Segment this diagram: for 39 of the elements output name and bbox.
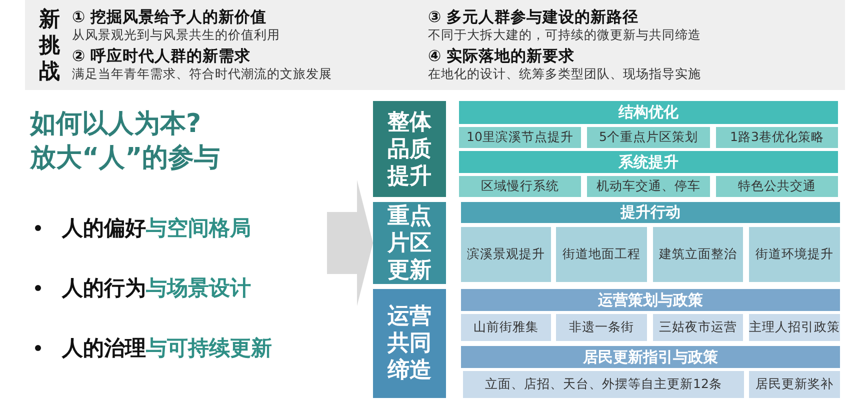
- block-arrow: [327, 180, 373, 306]
- band-heading: 新挑战: [39, 6, 61, 84]
- category-label: 整体品质提升: [373, 101, 446, 197]
- question-heading: 如何以人为本?: [30, 108, 202, 140]
- item-cell: 机动车交通、停车: [587, 176, 710, 197]
- item-cell: 5个重点片区策划: [587, 127, 710, 148]
- section-header-bar: 系统提升: [459, 151, 838, 173]
- item-heading: ② 呼应时代人群的新需求: [72, 47, 252, 66]
- category-label: 重点片区更新: [373, 202, 446, 284]
- item-cell: 山前街雅集: [461, 314, 551, 341]
- item-cell: 主理人招引政策: [749, 314, 840, 341]
- item-description: 满足当年青年需求、符合时代潮流的文旅发展: [72, 66, 333, 82]
- question-heading: 放大“人”的参与: [30, 142, 220, 174]
- section-header-bar: 居民更新指引与政策: [461, 346, 840, 368]
- item-cell: 街道环境提升: [749, 227, 840, 282]
- category-label: 运营共同缔造: [373, 289, 446, 398]
- item-cell: 10里滨溪节点提升: [459, 127, 581, 148]
- item-cell: 区域慢行系统: [459, 176, 581, 197]
- item-cell: 1路3巷优化策略: [716, 127, 838, 148]
- section-header-bar: 运营策划与政策: [461, 289, 840, 311]
- item-heading: ① 挖掘风景给予人的新价值: [72, 8, 268, 27]
- item-cell: 非遗一条街: [556, 314, 647, 341]
- item-description: 在地化的设计、统筹多类型团队、现场指导实施: [428, 66, 702, 82]
- bullet-item: 人的偏好与空间格局: [62, 215, 251, 242]
- item-cell: 建筑立面整治: [653, 227, 743, 282]
- item-cell: 三姑夜市运营: [653, 314, 743, 341]
- item-heading: ③ 多元人群参与建设的新路径: [428, 8, 640, 27]
- item-cell: 立面、店招、天台、外摆等自主更新12条: [463, 371, 744, 398]
- item-heading: ④ 实际落地的新要求: [428, 47, 576, 66]
- item-cell: 特色公共交通: [716, 176, 838, 197]
- item-description: 不同于大拆大建的，可持续的微更新与共同缔造: [428, 27, 702, 43]
- bullet-item: 人的行为与场景设计: [62, 275, 251, 302]
- item-cell: 街道地面工程: [556, 227, 647, 282]
- item-description: 从风景观光到与风景共生的价值利用: [72, 27, 281, 43]
- bullet-item: 人的治理与可持续更新: [62, 335, 272, 362]
- item-cell: 滨溪景观提升: [461, 227, 551, 282]
- item-cell: 居民更新奖补: [749, 371, 840, 398]
- section-header-bar: 提升行动: [461, 202, 840, 223]
- section-header-bar: 结构优化: [459, 101, 838, 124]
